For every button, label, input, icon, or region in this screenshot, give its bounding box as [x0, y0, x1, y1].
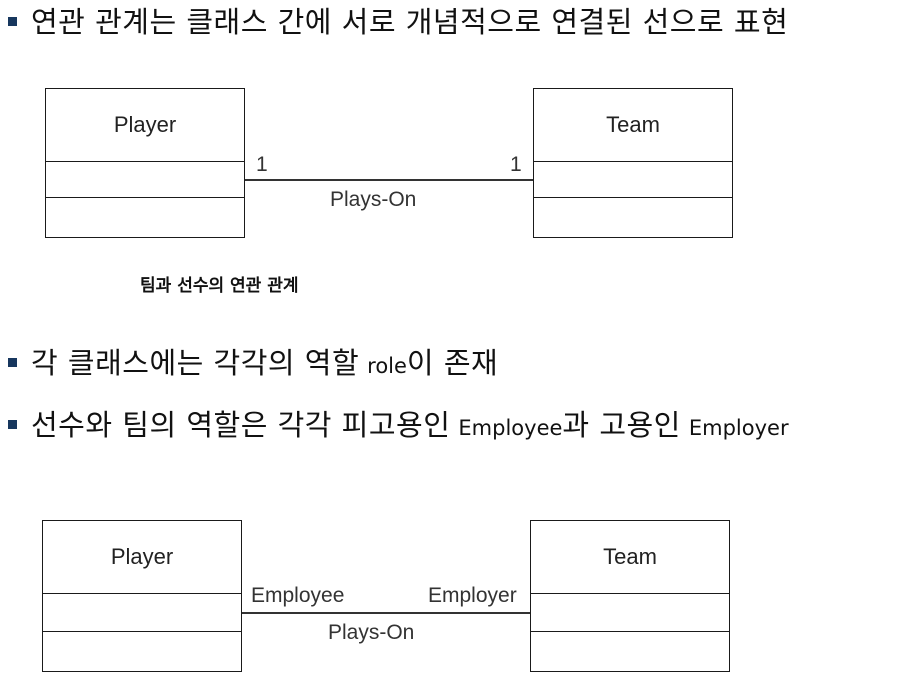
role-right-employer: Employer: [428, 584, 517, 607]
bullet-text: 각 클래스에는 각각의 역할: [31, 346, 360, 380]
class-name-player: Player: [110, 544, 174, 569]
bullet-square-icon: [8, 358, 17, 367]
uml-class-player: Player: [42, 520, 242, 672]
bullet-term-employer: Employer: [688, 416, 789, 440]
class-divider: [534, 197, 732, 198]
class-name-player: Player: [113, 112, 177, 137]
uml-class-team: Team: [530, 520, 730, 672]
diagram-caption: 팀과 선수의 연관 관계: [140, 276, 299, 296]
role-left-employee: Employee: [251, 584, 345, 607]
association-name: Plays-On: [328, 621, 415, 644]
class-divider: [46, 197, 244, 198]
bullet-item-roles: 각 클래스에는 각각의 역할 role 이 존재: [8, 345, 498, 384]
bullet-text: 선수와 팀의 역할은 각각 피고용인: [31, 408, 451, 442]
association-line: [245, 179, 533, 181]
class-divider: [43, 631, 241, 632]
class-divider: [43, 593, 241, 594]
bullet-text: 이 존재: [406, 346, 499, 380]
bullet-item-association-definition: 연관 관계는 클래스 간에 서로 개념적으로 연결된 선으로 표현: [8, 4, 788, 40]
association-line: [242, 612, 530, 614]
class-divider: [531, 593, 729, 594]
class-divider: [531, 631, 729, 632]
bullet-term-role: role: [367, 354, 407, 378]
bullet-text: 연관 관계는 클래스 간에 서로 개념적으로 연결된 선으로 표현: [31, 5, 789, 39]
uml-class-team: Team: [533, 88, 733, 238]
class-name-team: Team: [603, 544, 657, 569]
bullet-text: 과 고용인: [562, 408, 681, 442]
bullet-item-employee-employer: 선수와 팀의 역할은 각각 피고용인 Employee 과 고용인 Employ…: [8, 407, 789, 446]
class-divider: [46, 161, 244, 162]
uml-class-player: Player: [45, 88, 245, 238]
association-name: Plays-On: [330, 188, 417, 211]
multiplicity-left: 1: [256, 153, 268, 176]
bullet-square-icon: [8, 420, 17, 429]
bullet-term-employee: Employee: [458, 416, 563, 440]
class-name-team: Team: [606, 112, 660, 137]
class-divider: [534, 161, 732, 162]
multiplicity-right: 1: [510, 153, 522, 176]
bullet-square-icon: [8, 17, 17, 26]
